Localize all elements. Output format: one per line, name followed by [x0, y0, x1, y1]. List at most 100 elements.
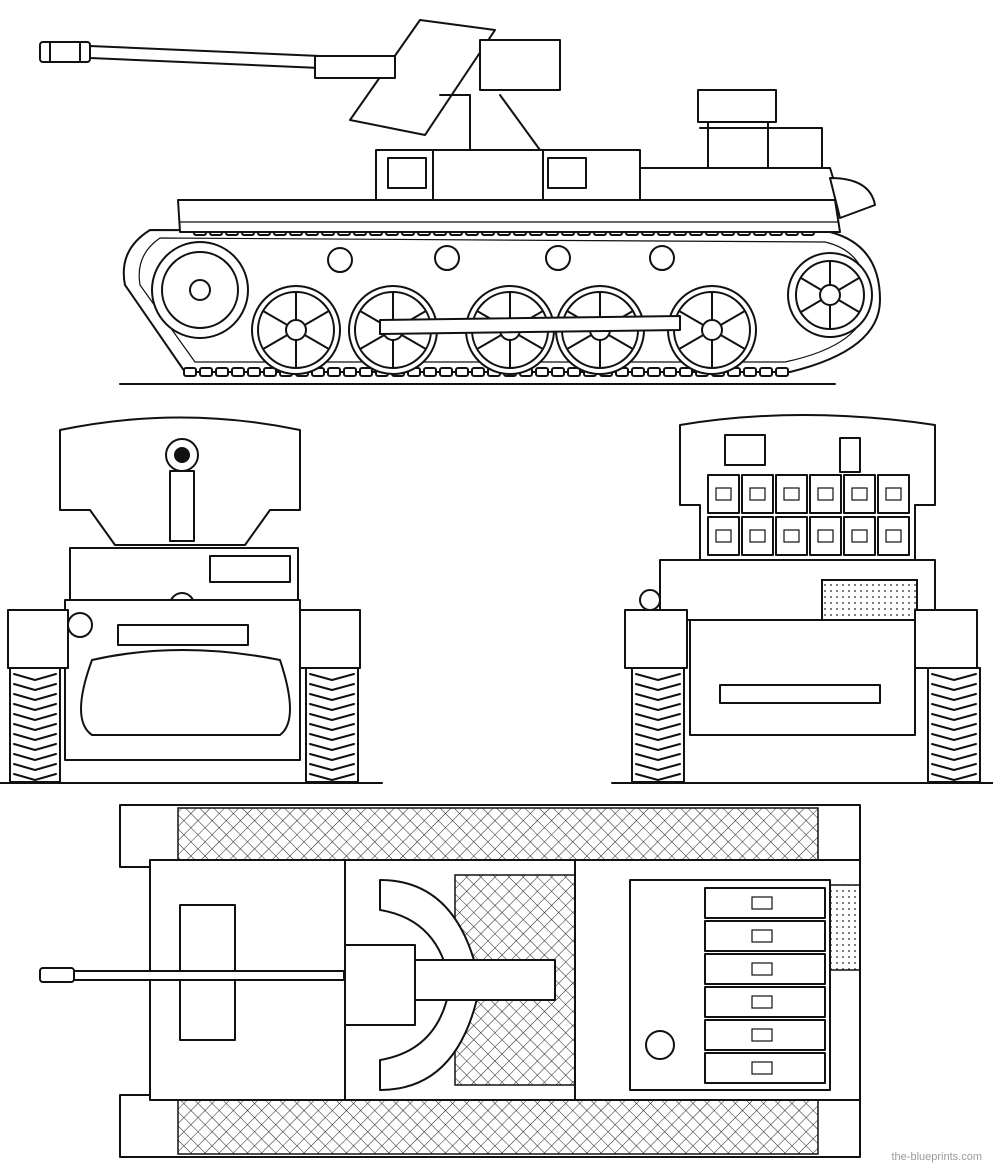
track-link [309, 733, 355, 741]
side-muzzle-brake [39, 41, 91, 63]
ammo-box [704, 1052, 826, 1084]
rear-breech-block [724, 434, 766, 466]
top-engine-mesh-lower [177, 1097, 819, 1155]
track-link [931, 713, 977, 721]
track-link [439, 367, 453, 377]
side-return-roller [327, 247, 353, 273]
ammo-box [843, 474, 876, 514]
ammo-box [775, 516, 808, 556]
rear-hull-plate [689, 619, 916, 736]
track-link [309, 763, 355, 771]
ammo-box [704, 1019, 826, 1051]
ammo-box-handle [783, 529, 800, 543]
track-link [679, 367, 693, 377]
top-gun-barrel [73, 970, 345, 981]
track-link [455, 367, 469, 377]
track-link [635, 723, 681, 731]
rear-track-left [631, 667, 685, 783]
track-link [635, 713, 681, 721]
track-link [535, 367, 549, 377]
ammo-box-handle [751, 1061, 773, 1075]
track-link [551, 367, 565, 377]
track-link [423, 367, 437, 377]
track-link [327, 367, 341, 377]
front-tow-bracket [117, 624, 249, 646]
side-hatch-panel [432, 149, 544, 201]
track-link [309, 723, 355, 731]
ammo-box [707, 516, 740, 556]
track-link [13, 763, 57, 771]
ammo-box-handle [885, 487, 902, 501]
track-link [359, 367, 373, 377]
rear-tow-bar [719, 684, 881, 704]
ammo-box [741, 516, 774, 556]
track-link [309, 683, 355, 691]
ammo-box [877, 516, 910, 556]
ammo-box-handle [851, 529, 868, 543]
ammo-box [704, 986, 826, 1018]
ammo-box [877, 474, 910, 514]
track-link [309, 753, 355, 761]
track-link [13, 693, 57, 701]
track-link [931, 733, 977, 741]
ammo-box [775, 474, 808, 514]
track-link [567, 367, 581, 377]
side-gun-barrel [89, 45, 321, 69]
ammo-box-handle [749, 529, 766, 543]
ammo-box-handle [715, 487, 732, 501]
track-link [471, 367, 485, 377]
side-vision-port-left [387, 157, 427, 189]
side-vision-port-right [547, 157, 587, 189]
track-link [635, 703, 681, 711]
track-link [931, 743, 977, 751]
track-link [13, 703, 57, 711]
side-road-wheel [667, 285, 757, 375]
ammo-box-handle [749, 487, 766, 501]
ammo-box-handle [751, 929, 773, 943]
front-glacis [80, 649, 291, 736]
track-link [743, 367, 757, 377]
rear-fender-left [624, 609, 688, 669]
rear-ammo-rack [707, 474, 910, 556]
side-view [39, 19, 881, 385]
ammo-box [704, 887, 826, 919]
side-gun-shield [349, 19, 496, 136]
ammo-box [704, 920, 826, 952]
track-link [635, 773, 681, 781]
track-link [931, 753, 977, 761]
track-link [199, 367, 213, 377]
front-track-left [9, 667, 61, 783]
side-recoil-housing [314, 55, 396, 79]
track-link [263, 367, 277, 377]
track-link [931, 763, 977, 771]
rear-view [611, 414, 993, 784]
side-hull [177, 199, 841, 233]
track-link [931, 723, 977, 731]
side-engine-deck [639, 167, 841, 201]
ammo-box-handle [751, 995, 773, 1009]
rear-track-right [927, 667, 981, 783]
ammo-box [809, 474, 842, 514]
top-fuel-cap [645, 1030, 675, 1060]
rear-tail-light [639, 589, 661, 611]
track-link [635, 683, 681, 691]
rear-sight [839, 437, 861, 473]
track-link [215, 367, 229, 377]
ammo-box-handle [817, 487, 834, 501]
ammo-box [707, 474, 740, 514]
ammo-box-handle [751, 962, 773, 976]
track-link [13, 673, 57, 681]
track-link [635, 753, 681, 761]
track-link [635, 763, 681, 771]
side-breech [479, 39, 561, 91]
track-link [13, 773, 57, 781]
ammo-box-handle [885, 529, 902, 543]
top-radiator [829, 884, 861, 971]
track-link [647, 367, 661, 377]
track-link [309, 713, 355, 721]
side-exhaust [829, 177, 876, 219]
side-return-roller [649, 245, 675, 271]
front-driver-visor [209, 555, 291, 583]
side-ammo-box [697, 89, 777, 123]
